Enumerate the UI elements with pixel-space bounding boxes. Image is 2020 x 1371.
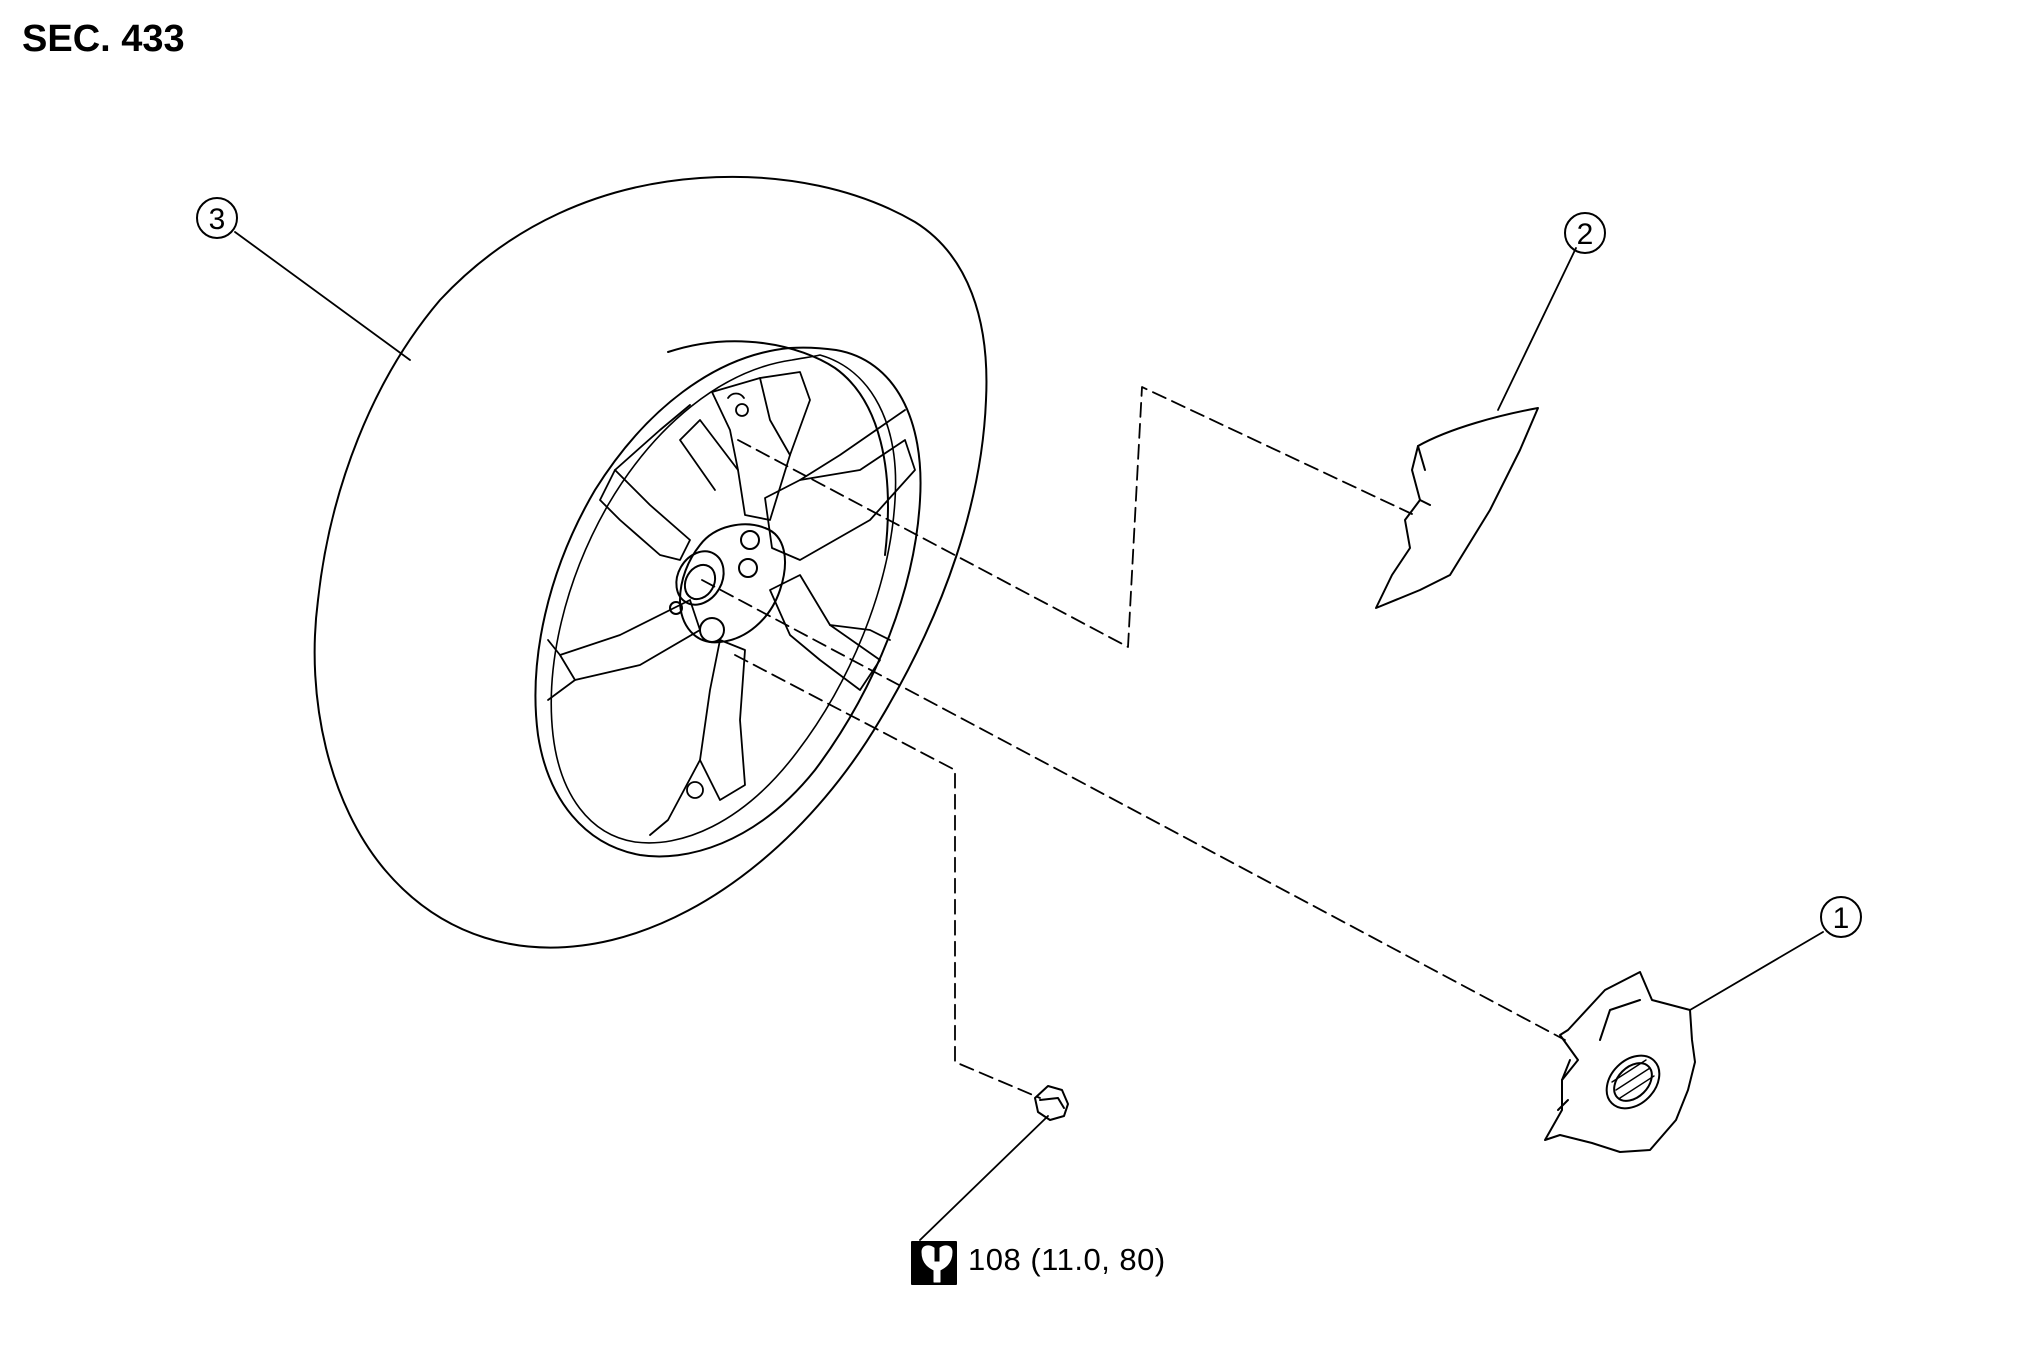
- wheel-hub: [669, 523, 786, 644]
- tire: [313, 175, 988, 949]
- section-label: SEC. 433: [22, 18, 185, 60]
- callout-1: 1: [1820, 896, 1862, 938]
- assembly-lines: [701, 386, 1566, 1099]
- torque-wrench-icon: [911, 1241, 957, 1285]
- wheel-nut-part: [1034, 1085, 1069, 1121]
- callout-2: 2: [1564, 212, 1606, 254]
- wheel-rim: [534, 346, 922, 858]
- callout-1-label: 1: [1833, 902, 1850, 935]
- torque-spec-text: 108 (11.0, 80): [968, 1242, 1166, 1277]
- center-cap-part: [1544, 971, 1696, 1153]
- balance-weight-part: [1375, 407, 1539, 609]
- callout-3-label: 3: [209, 203, 226, 236]
- callout-3: 3: [196, 197, 238, 239]
- wheel-spokes: [547, 371, 916, 836]
- callout-2-label: 2: [1577, 218, 1594, 251]
- leader-lines: [234, 231, 1824, 1241]
